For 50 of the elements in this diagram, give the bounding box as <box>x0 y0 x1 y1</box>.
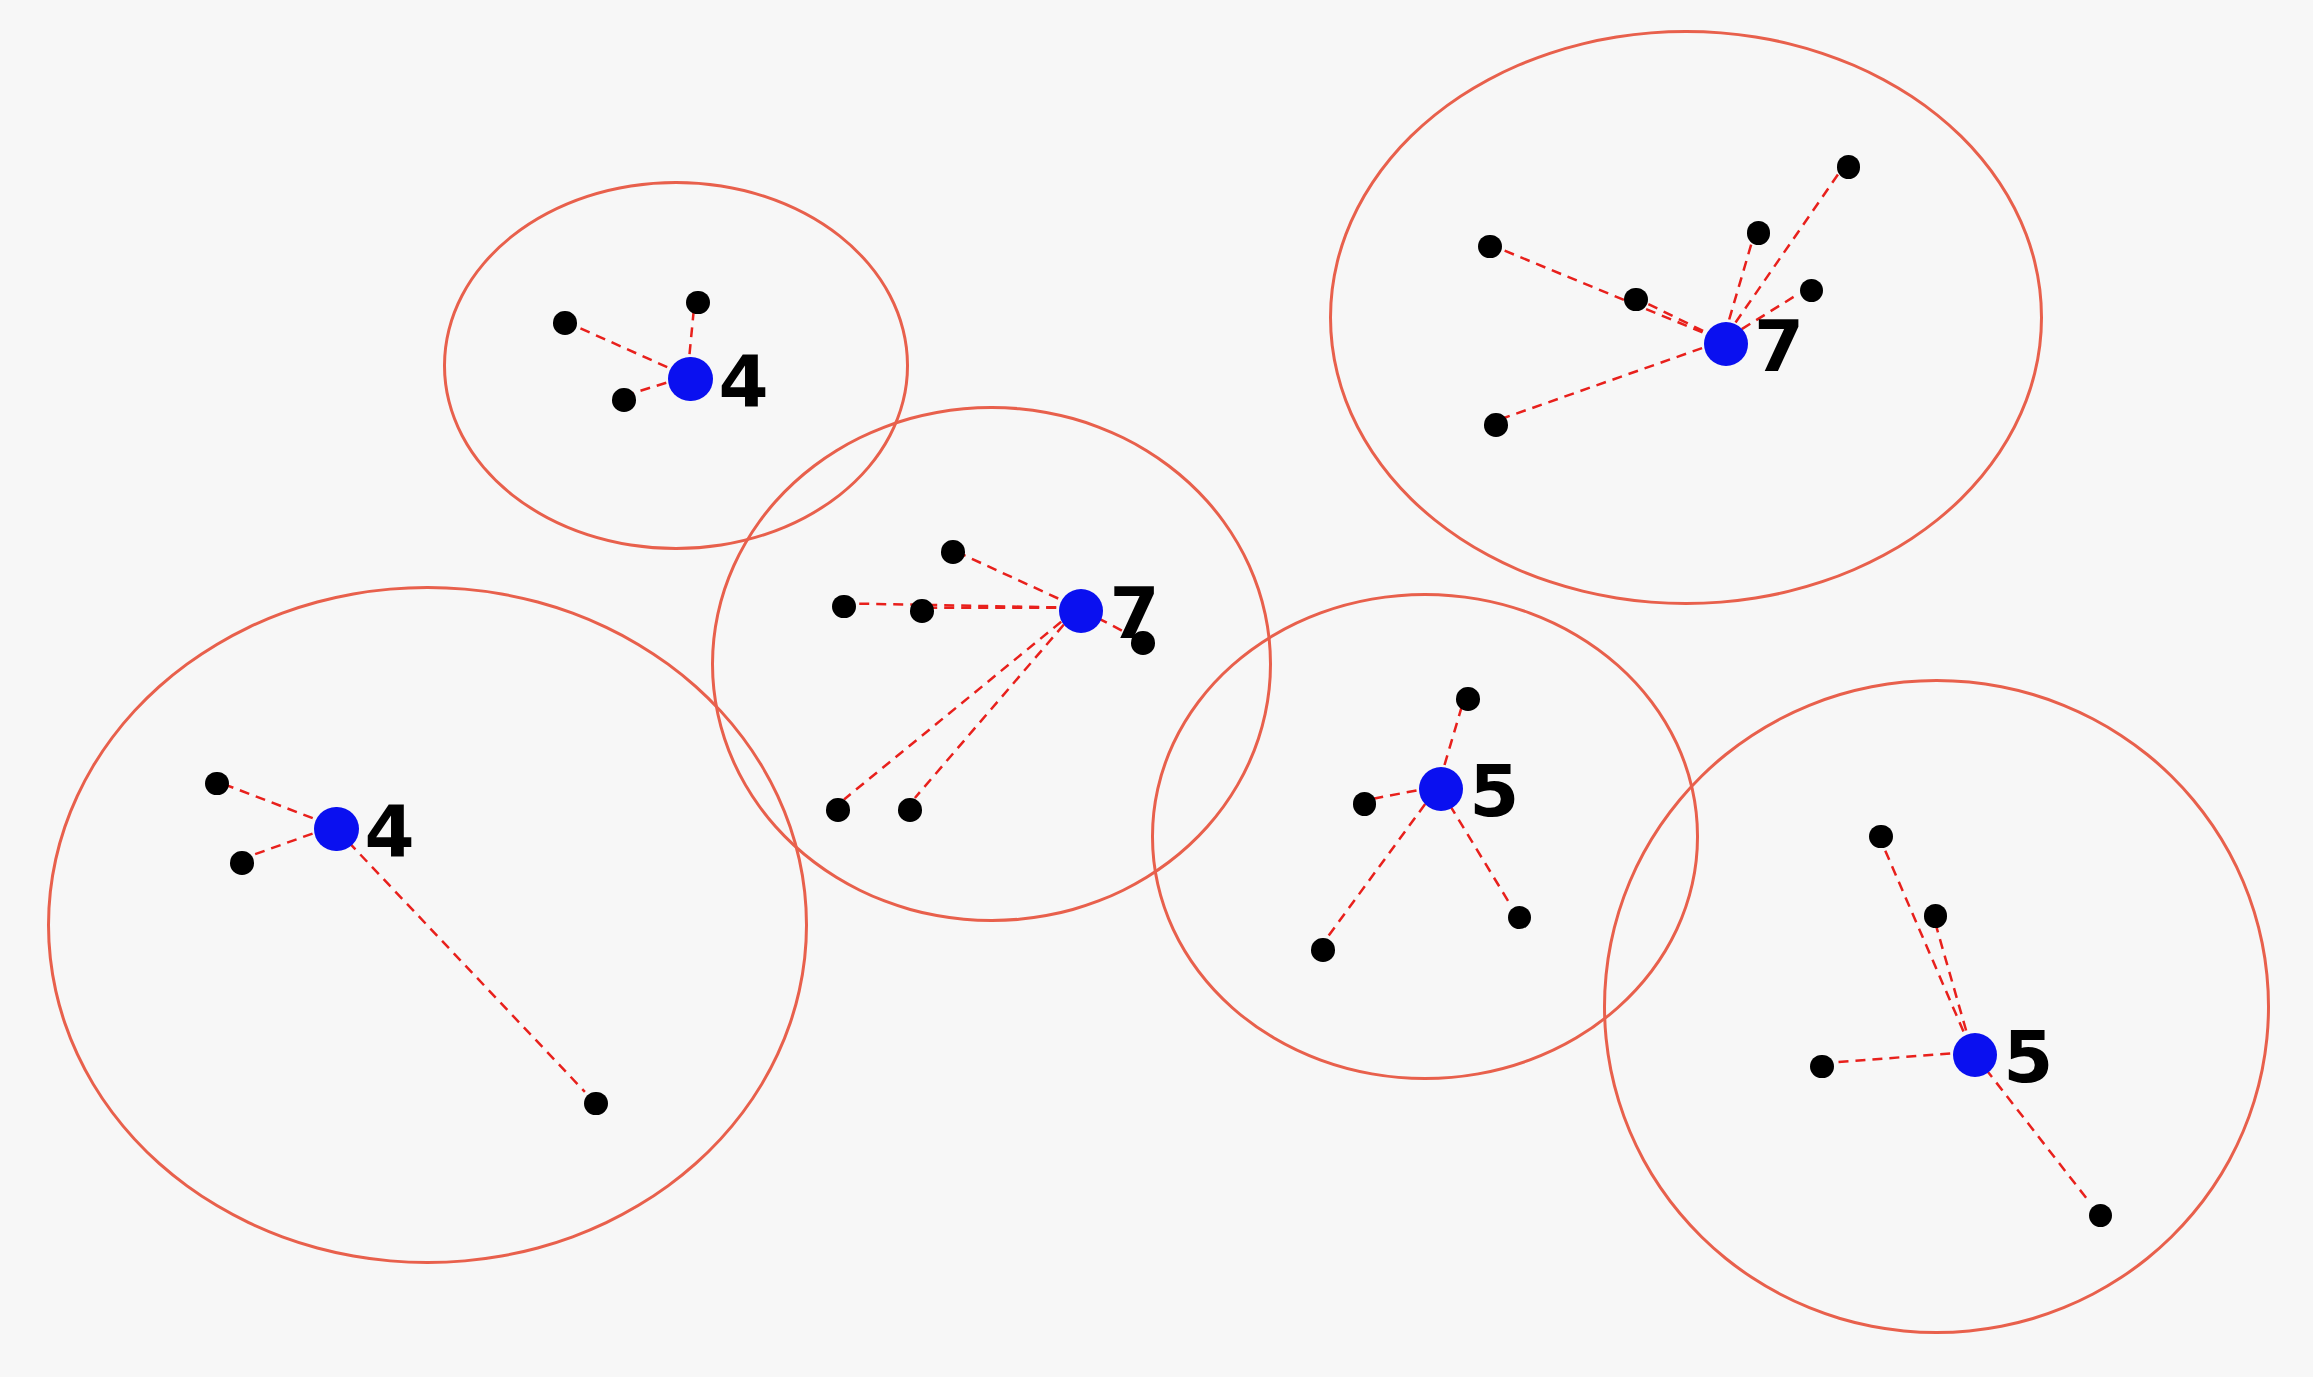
point-dot <box>612 388 636 412</box>
point-dot <box>832 594 856 619</box>
point-dot <box>1923 904 1948 928</box>
point-dot <box>584 1091 608 1116</box>
cluster-count-label: 5 <box>2003 1020 2054 1093</box>
point-dot <box>1456 687 1480 712</box>
point-dot <box>1352 792 1377 816</box>
point-dot <box>910 598 934 623</box>
dashed-connector <box>1734 172 1840 324</box>
point-dot <box>1624 287 1648 312</box>
cluster-count-label: 5 <box>1469 755 1520 828</box>
center-dot <box>1419 767 1464 812</box>
dashed-connector <box>1326 803 1427 939</box>
center-dot <box>668 357 713 402</box>
point-dot <box>941 539 965 564</box>
point-dot <box>553 311 577 335</box>
center-dot <box>314 806 359 852</box>
dashed-connector <box>913 623 1065 799</box>
point-dot <box>1507 905 1532 930</box>
point-dot <box>1311 938 1335 962</box>
point-dot <box>826 798 850 822</box>
point-dot <box>898 798 922 822</box>
dashed-connector <box>1503 346 1703 420</box>
cluster-circle <box>1329 29 2044 605</box>
cluster-count-label: 4 <box>718 345 769 417</box>
cluster-count-label: 7 <box>1754 309 1805 382</box>
cluster-circle <box>1603 678 2271 1334</box>
point-dot <box>1836 154 1861 179</box>
center-dot <box>1059 588 1104 633</box>
dashed-connector <box>688 311 695 355</box>
center-dot <box>1703 321 1749 366</box>
dashed-connector <box>1443 707 1463 766</box>
point-dot <box>1478 234 1502 259</box>
point-dot <box>230 851 254 875</box>
point-dot <box>1799 278 1824 303</box>
point-dot <box>1869 824 1893 849</box>
point-dot <box>685 290 710 315</box>
cluster-count-label: 4 <box>364 794 415 867</box>
point-dot <box>205 771 229 796</box>
cluster-count-label: 7 <box>1109 576 1160 649</box>
cluster-circle <box>711 405 1272 922</box>
point-dot <box>1746 221 1771 245</box>
dashed-connector <box>1728 241 1754 320</box>
point-dot <box>1484 413 1508 437</box>
cluster-circle <box>47 585 809 1265</box>
point-dot <box>2088 1203 2113 1228</box>
point-dot <box>1810 1054 1834 1079</box>
cluster-circle <box>442 181 909 551</box>
dashed-connector <box>843 620 1062 801</box>
center-dot <box>1953 1032 1998 1077</box>
